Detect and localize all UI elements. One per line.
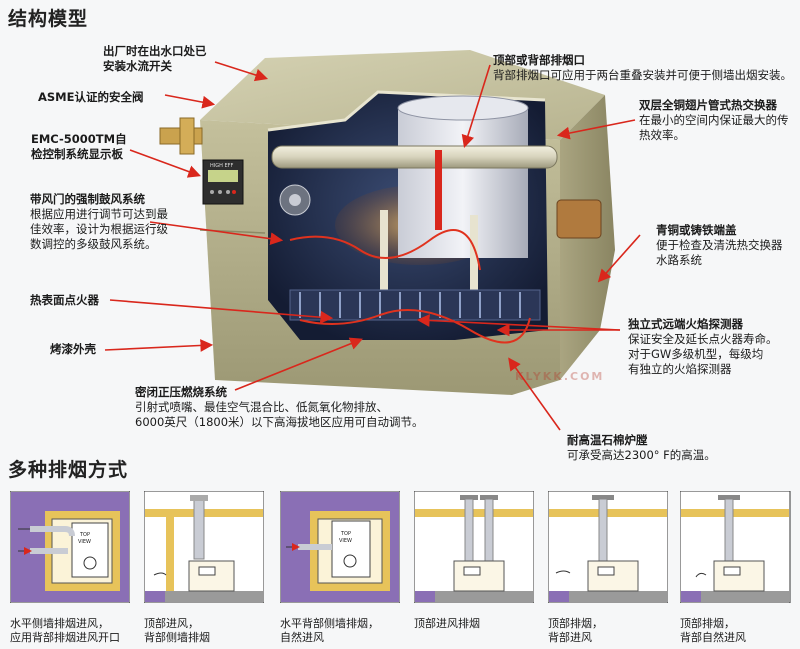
label-combustion-system: 密闭正压燃烧系统 引射式喷嘴、最佳空气混合比、低氮氧化物排放、 6000英尺（1… xyxy=(135,385,424,430)
label-shell-title: 烤漆外壳 xyxy=(50,342,96,356)
section-title-structure: 结构模型 xyxy=(8,8,89,30)
label-heat-exchanger-desc1: 在最小的空间内保证最大的传 xyxy=(639,113,789,127)
watermark-text: KLYKK.COM xyxy=(515,370,605,383)
caption-5-line2: 背部进风 xyxy=(548,631,592,644)
label-emc-line1: EMC-5000TM自 xyxy=(31,132,127,146)
label-blower-title: 带风门的强制鼓风系统 xyxy=(30,192,145,206)
end-cap xyxy=(556,199,602,239)
label-end-cap-title: 青铜或铸铁端盖 xyxy=(656,223,737,237)
label-flow-switch-line2: 安装水流开关 xyxy=(103,59,172,73)
label-exhaust-desc: 背部排烟口可应用于两台重叠安装并可便于侧墙出烟安装。 xyxy=(493,68,792,82)
label-heat-exchanger: 双层全铜翅片管式热交换器 在最小的空间内保证最大的传 热效率。 xyxy=(639,98,789,143)
label-flame-detector-title: 独立式远端火焰探测器 xyxy=(628,317,743,331)
caption-3-line2: 自然进风 xyxy=(280,631,324,644)
caption-2-line2: 背部侧墙排烟 xyxy=(144,631,210,644)
label-end-cap-desc2: 水路系统 xyxy=(656,253,702,267)
exhaust-diagram-2 xyxy=(144,491,264,603)
label-blower-desc2: 佳效率，设计为根据运行级 xyxy=(30,222,168,236)
caption-3: 水平背部侧墙排烟， 自然进风 xyxy=(280,617,379,645)
label-emc-control: EMC-5000TM自 检控制系统显示板 xyxy=(31,132,127,162)
label-flow-switch-line1: 出厂时在出水口处已 xyxy=(103,44,207,58)
label-asme-valve: ASME认证的安全阀 xyxy=(38,90,143,105)
label-igniter: 热表面点火器 xyxy=(30,293,99,308)
caption-4: 顶部进风排烟 xyxy=(414,617,480,631)
top-view-label-3a: TOP xyxy=(340,531,351,537)
exhaust-diagram-6 xyxy=(680,491,791,603)
label-chamber-desc: 可承受高达2300° F的高温。 xyxy=(567,448,716,462)
exhaust-diagram-5 xyxy=(548,491,668,603)
label-painted-shell: 烤漆外壳 xyxy=(50,342,96,357)
section-title-exhaust-modes: 多种排烟方式 xyxy=(8,459,129,481)
label-flame-detector-desc2: 对于GW多级机型，每级均 xyxy=(628,347,764,361)
control-panel-brand: HIGH EFF xyxy=(210,163,233,169)
label-end-cap-desc1: 便于检查及清洗热交换器 xyxy=(656,238,783,252)
caption-4-line1: 顶部进风排烟 xyxy=(414,617,480,630)
label-blower-desc3: 数调控的多级鼓风系统。 xyxy=(30,237,157,251)
caption-1-line1: 水平侧墙排烟进风， xyxy=(10,617,109,630)
caption-5-line1: 顶部排烟， xyxy=(548,617,603,630)
label-chamber-title: 耐高温石棉炉膛 xyxy=(567,433,648,447)
exhaust-diagram-1: TOP VIEW xyxy=(10,491,130,603)
label-flame-detector-desc3: 有独立的火焰探测器 xyxy=(628,362,732,376)
label-combustion-desc1: 引射式喷嘴、最佳空气混合比、低氮氧化物排放、 xyxy=(135,400,388,414)
label-flame-detector-desc1: 保证安全及延长点火器寿命。 xyxy=(628,332,778,346)
caption-6-line2: 背部自然进风 xyxy=(680,631,746,644)
boiler-cutaway-illustration: HIGH EFF xyxy=(104,50,641,431)
label-combustion-chamber: 耐高温石棉炉膛 可承受高达2300° F的高温。 xyxy=(567,433,716,463)
label-combustion-title: 密闭正压燃烧系统 xyxy=(135,385,227,399)
caption-3-line1: 水平背部侧墙排烟， xyxy=(280,617,379,630)
exhaust-flue-cylinder xyxy=(398,108,528,258)
caption-2: 顶部进风， 背部侧墙排烟 xyxy=(144,617,210,645)
top-view-label-1a: TOP xyxy=(79,532,90,538)
caption-2-line1: 顶部进风， xyxy=(144,617,199,630)
caption-1-line2: 应用背部排烟进风开口 xyxy=(10,631,120,644)
label-flow-switch: 出厂时在出水口处已 安装水流开关 xyxy=(103,44,207,74)
caption-5: 顶部排烟， 背部进风 xyxy=(548,617,603,645)
label-flame-detector: 独立式远端火焰探测器 保证安全及延长点火器寿命。 对于GW多级机型，每级均 有独… xyxy=(628,317,778,377)
label-end-cap: 青铜或铸铁端盖 便于检查及清洗热交换器 水路系统 xyxy=(656,223,783,268)
caption-6-line1: 顶部排烟， xyxy=(680,617,735,630)
caption-6: 顶部排烟， 背部自然进风 xyxy=(680,617,746,645)
label-exhaust-title: 顶部或背部排烟口 xyxy=(493,53,585,67)
label-heat-exchanger-desc2: 热效率。 xyxy=(639,128,685,142)
label-heat-exchanger-title: 双层全铜翅片管式热交换器 xyxy=(639,98,777,112)
label-blower-desc1: 根据应用进行调节可达到最 xyxy=(30,207,168,221)
label-combustion-desc2: 6000英尺（1800米）以下高海拔地区应用可自动调节。 xyxy=(135,415,424,429)
caption-1: 水平侧墙排烟进风， 应用背部排烟进风开口 xyxy=(10,617,120,645)
top-view-label-3b: VIEW xyxy=(339,538,352,544)
label-igniter-title: 热表面点火器 xyxy=(30,293,99,307)
top-view-label-1b: VIEW xyxy=(78,539,91,545)
header-pipe xyxy=(271,145,558,169)
label-blower-system: 带风门的强制鼓风系统 根据应用进行调节可达到最 佳效率，设计为根据运行级 数调控… xyxy=(30,192,168,252)
callout-arrows xyxy=(104,61,641,431)
label-exhaust-outlet: 顶部或背部排烟口 背部排烟口可应用于两台重叠安装并可便于侧墙出烟安装。 xyxy=(493,53,792,83)
burner-array xyxy=(289,289,541,321)
label-asme-valve-title: ASME认证的安全阀 xyxy=(38,90,144,104)
exhaust-diagram-3: TOP VIEW xyxy=(280,491,400,603)
label-emc-line2: 检控制系统显示板 xyxy=(31,147,123,161)
exhaust-diagram-4 xyxy=(414,491,534,603)
